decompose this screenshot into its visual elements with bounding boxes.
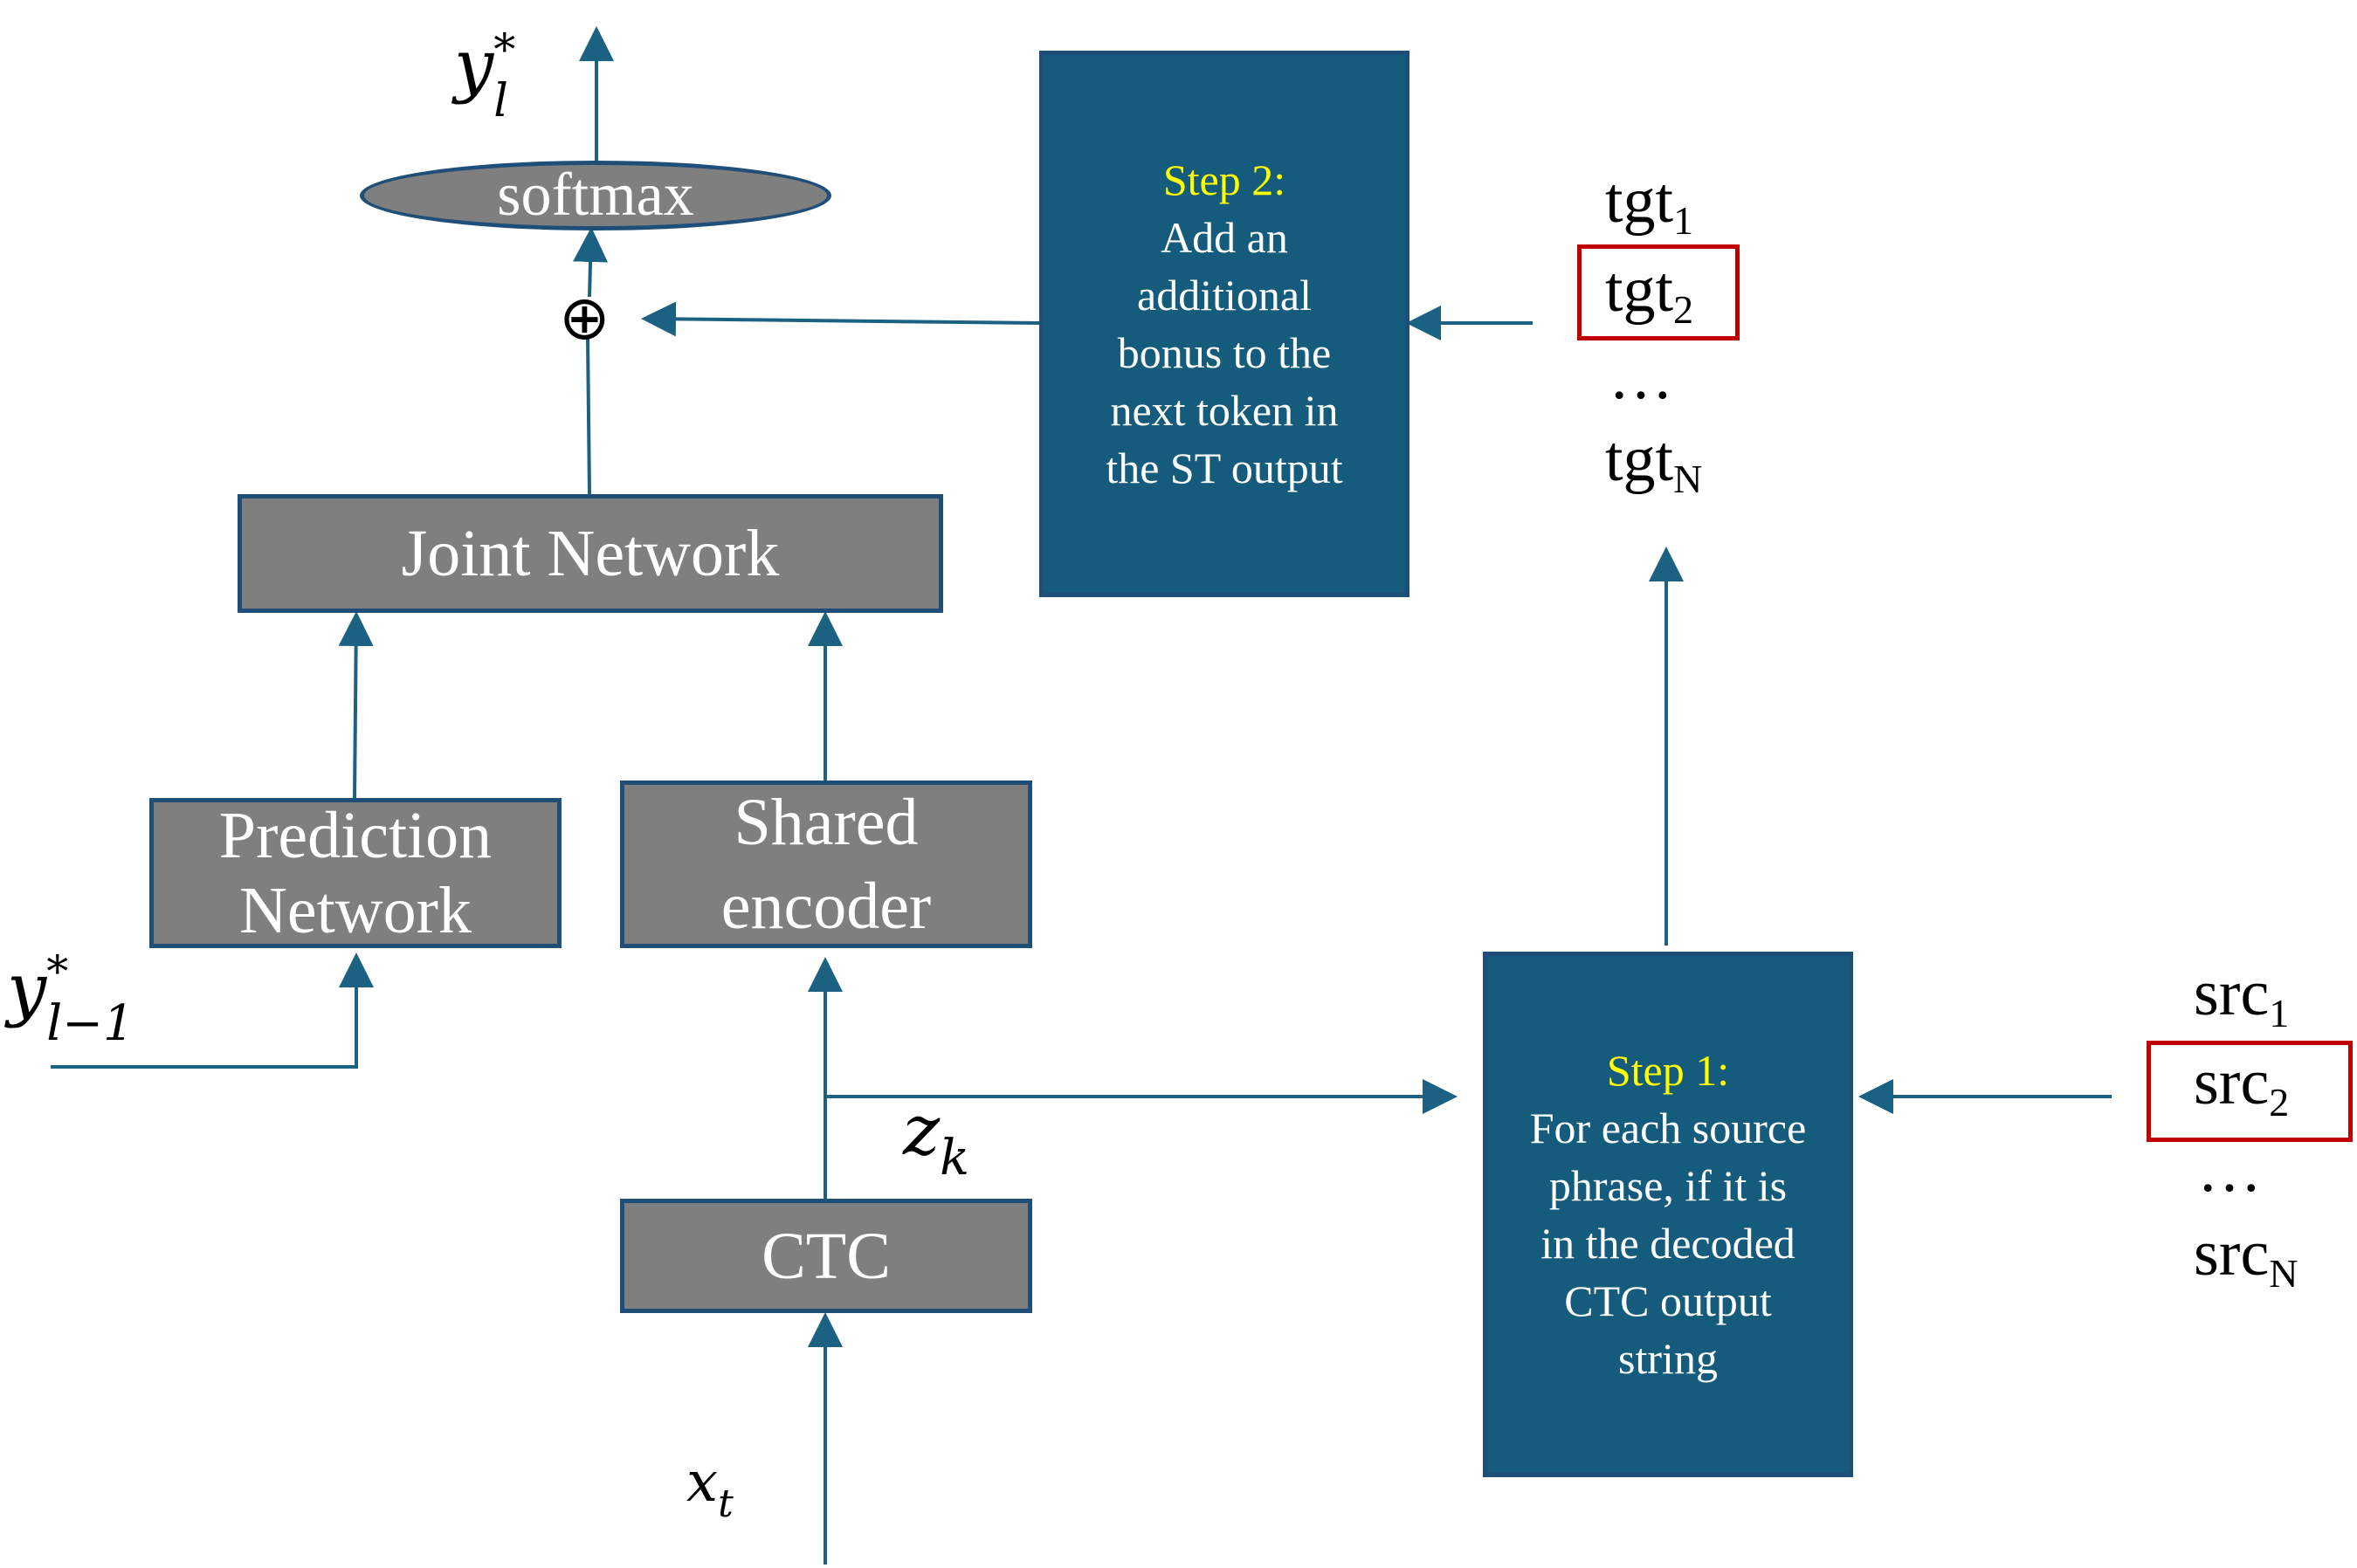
prediction-network-box: Prediction Network	[149, 798, 562, 948]
src-item-1: src1	[2194, 959, 2289, 1049]
arrow-joint-to-oplus	[586, 338, 591, 495]
output-label-y-l: y*l	[454, 24, 515, 128]
arrow-oplus-to-softmax	[573, 227, 609, 298]
shared-encoder-box: Shared encoder	[620, 781, 1032, 948]
z-sub: k	[940, 1130, 970, 1186]
tgt-item-2: tgt2	[1605, 255, 1693, 345]
softmax-label: softmax	[497, 162, 694, 229]
src-item-n: srcN	[2194, 1219, 2298, 1309]
ctc-label: CTC	[762, 1219, 891, 1293]
src-2-sub: 2	[2269, 1080, 2290, 1124]
tgt-2-sub: 2	[1673, 287, 1694, 332]
src-n-base: src	[2194, 1218, 2270, 1289]
y-prev-sub: l−1	[46, 995, 134, 1052]
src-2-base: src	[2194, 1047, 2270, 1118]
tgt-item-1: tgt1	[1605, 166, 1693, 256]
src-1-sub: 1	[2269, 991, 2290, 1035]
x-base: x	[686, 1450, 719, 1515]
tgt-highlight-box	[1577, 244, 1740, 340]
sum-operator-icon: ⊕	[559, 285, 610, 351]
src-item-2: src2	[2194, 1048, 2289, 1138]
src-n-sub: N	[2269, 1251, 2298, 1296]
step1-box: Step 1: For each source phrase, if it is…	[1483, 952, 1853, 1477]
tgt-2-base: tgt	[1605, 254, 1674, 326]
tgt-1-sub: 1	[1673, 198, 1694, 243]
y-prev-base: y	[7, 948, 47, 1029]
step1-body: For each source phrase, if it is in the …	[1529, 1104, 1807, 1383]
y-out-base: y	[454, 24, 494, 106]
step1-title: Step 1:	[1606, 1046, 1730, 1095]
src-1-base: src	[2194, 958, 2270, 1029]
step2-box: Step 2: Add an additional bonus to the n…	[1039, 51, 1409, 597]
step2-body: Add an additional bonus to the next toke…	[1106, 213, 1343, 492]
joint-network-label: Joint Network	[401, 517, 780, 590]
tgt-item-n: tgtN	[1605, 424, 1702, 514]
y-out-sup: *	[493, 24, 516, 75]
x-sub: t	[718, 1481, 734, 1526]
tgt-n-base: tgt	[1605, 423, 1674, 495]
joint-network-box: Joint Network	[238, 494, 943, 613]
y-prev-sup: *	[46, 946, 69, 997]
step2-title: Step 2:	[1162, 155, 1286, 204]
ctc-box: CTC	[620, 1199, 1032, 1313]
src-ellipsis: …	[2197, 1135, 2262, 1205]
x-t-label: xt	[686, 1449, 734, 1534]
tgt-n-sub: N	[1673, 457, 1703, 501]
arrow-prediction-to-joint	[338, 611, 374, 799]
prediction-network-label: Prediction Network	[218, 799, 493, 947]
shared-encoder-label: Shared encoder	[720, 786, 932, 943]
z-k-label: zk	[903, 1091, 969, 1193]
tgt-1-base: tgt	[1605, 165, 1674, 237]
oplus-glyph: ⊕	[559, 282, 610, 354]
softmax-node: softmax	[360, 161, 831, 230]
src-highlight-box	[2147, 1041, 2353, 1142]
tgt-ellipsis: …	[1609, 342, 1673, 412]
arrow-step2-to-oplus	[641, 301, 1040, 337]
z-base: z	[903, 1090, 941, 1171]
arrow-yprev-to-prediction	[51, 952, 374, 1069]
src-ellipsis-text: …	[2197, 1134, 2262, 1206]
previous-output-label: y*l−1	[7, 946, 134, 1052]
y-out-sub: l	[493, 75, 508, 127]
tgt-ellipsis-text: …	[1609, 341, 1673, 413]
